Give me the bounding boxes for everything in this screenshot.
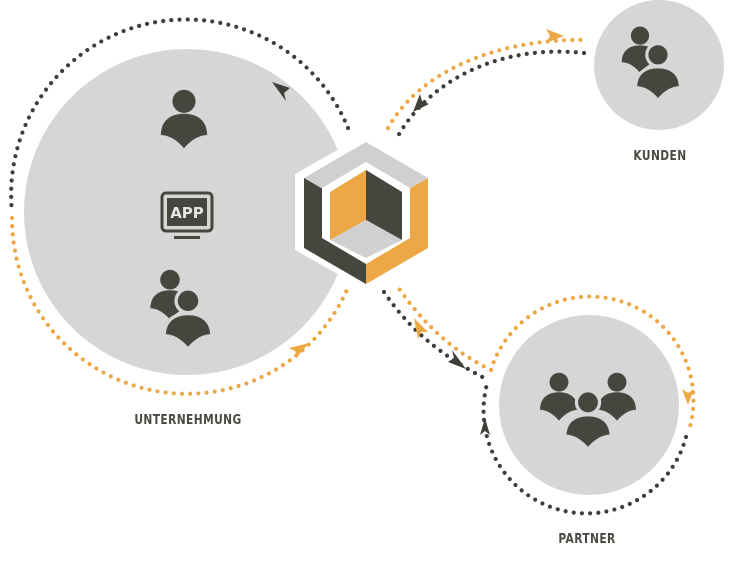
flow-dots-unternehmung-bottom bbox=[9, 215, 352, 396]
kunden-label: KUNDEN bbox=[633, 149, 687, 164]
arrow-partner-loop-orange bbox=[682, 389, 694, 405]
flow-dots-hub-to-partner bbox=[381, 289, 491, 383]
arrow-hub-to-kunden bbox=[546, 29, 564, 43]
flow-dots-kunden-to-hub bbox=[395, 49, 587, 139]
arrow-kunden-to-hub bbox=[413, 94, 429, 112]
hub-node bbox=[295, 134, 437, 290]
arrow-unternehmung-bottom bbox=[289, 343, 309, 357]
arrow-unternehmung-top bbox=[272, 82, 290, 101]
hexagon-cube-logo-icon bbox=[295, 134, 437, 290]
unternehmung-label: UNTERNEHMUNG bbox=[134, 413, 242, 428]
arrow-partner-loop-dark bbox=[480, 418, 490, 435]
flow-dots-partner-loop-orange bbox=[488, 294, 696, 433]
flow-dots-partner-loop-dark bbox=[481, 381, 689, 516]
app-monitor-icon: APP bbox=[160, 191, 214, 239]
flow-dots-partner-to-hub bbox=[393, 281, 494, 373]
app-label: APP bbox=[170, 204, 204, 222]
arrow-hub-to-partner bbox=[448, 350, 466, 369]
partner-label: PARTNER bbox=[558, 532, 616, 547]
flow-dots-hub-to-kunden bbox=[385, 37, 591, 131]
arrow-partner-to-hub bbox=[414, 318, 428, 339]
